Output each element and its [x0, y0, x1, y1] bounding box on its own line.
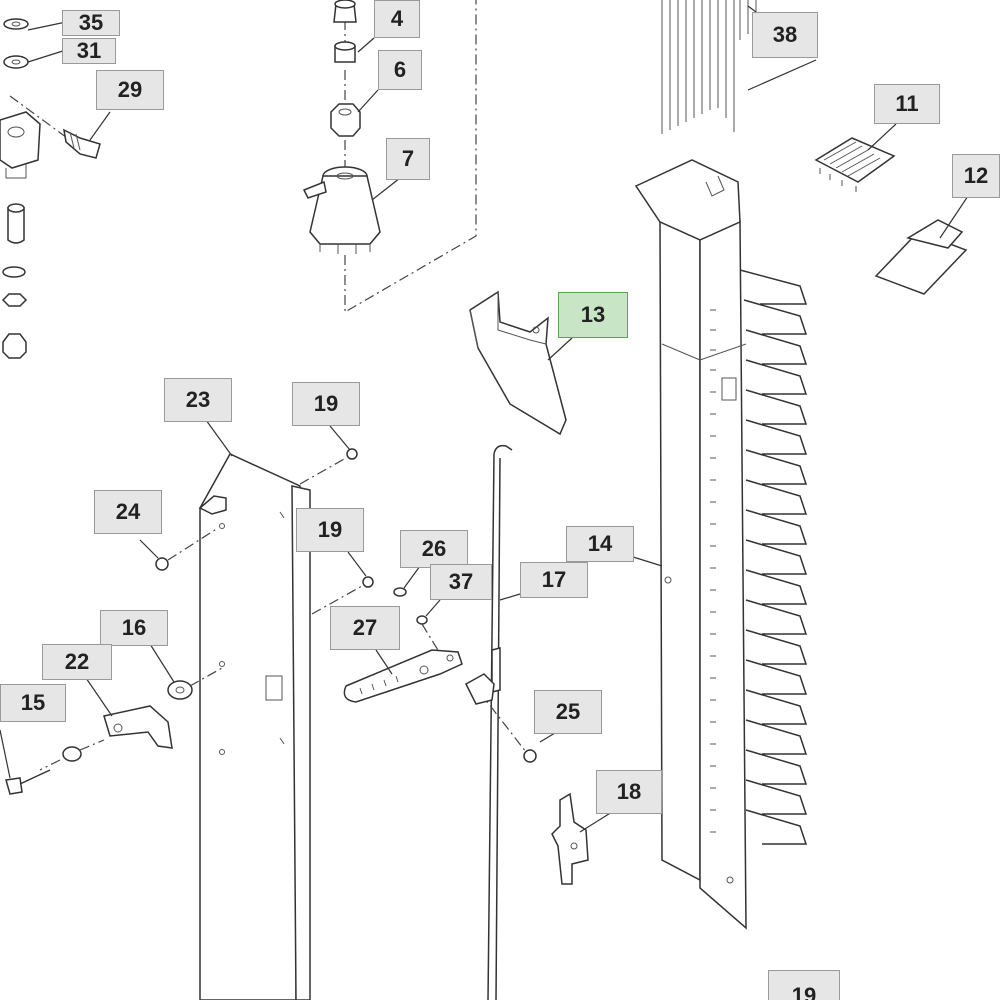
callout-17[interactable]: 17 [520, 562, 588, 598]
callout-13-selected[interactable]: 13 [558, 292, 628, 338]
washer-part-31 [3, 55, 29, 69]
callout-14[interactable]: 14 [566, 526, 634, 562]
callout-16[interactable]: 16 [100, 610, 168, 646]
bracket-part-18 [551, 792, 589, 885]
callout-18[interactable]: 18 [596, 770, 662, 814]
screw-part-25 [523, 749, 537, 763]
bracket-part-13 [469, 290, 567, 436]
callout-24[interactable]: 24 [94, 490, 162, 534]
vertical-frame-part-14 [634, 159, 747, 930]
handle-part-27 [343, 649, 463, 703]
callout-22[interactable]: 22 [42, 644, 112, 680]
callout-4[interactable]: 4 [374, 0, 420, 38]
slot-row [710, 309, 716, 833]
washer-stack-part [1, 266, 28, 359]
bracket-plate-part-22 [103, 705, 173, 749]
nut-part-6 [330, 103, 361, 137]
callout-19-bottom[interactable]: 19 [768, 970, 840, 1000]
callout-31[interactable]: 31 [62, 38, 116, 64]
screw-part-24 [155, 557, 169, 571]
washer-part-26 [393, 587, 407, 597]
callout-37[interactable]: 37 [430, 564, 492, 600]
callout-7[interactable]: 7 [386, 138, 430, 180]
callout-25[interactable]: 25 [534, 690, 602, 734]
bolt-part [5, 769, 51, 795]
washer-part-16 [167, 680, 193, 700]
callout-19-middle[interactable]: 19 [296, 508, 364, 552]
rod-part-17 [487, 444, 513, 1000]
screw-part-19-lower [362, 576, 374, 588]
nut-part-4 [334, 41, 356, 63]
screw-part-19-upper [346, 448, 358, 460]
plate-part-12 [874, 219, 968, 295]
callout-23[interactable]: 23 [164, 378, 232, 422]
rod-bundle-part-38 [661, 0, 757, 134]
callout-11[interactable]: 11 [874, 84, 940, 124]
washer-part-37 [416, 615, 428, 625]
callout-27[interactable]: 27 [330, 606, 400, 650]
spacer-sleeve-part [7, 203, 25, 244]
callout-15[interactable]: 15 [0, 684, 66, 722]
callout-19-upper[interactable]: 19 [292, 382, 360, 426]
comb-teeth-part [739, 269, 808, 845]
callout-35[interactable]: 35 [62, 10, 120, 36]
callout-12[interactable]: 12 [952, 154, 1000, 198]
foot-cap-part-7 [302, 166, 381, 254]
nut-part-top [333, 0, 357, 23]
callout-26[interactable]: 26 [400, 530, 468, 568]
panel-part-23 [198, 453, 311, 1000]
callout-38[interactable]: 38 [752, 12, 818, 58]
clip-part-17 [465, 673, 495, 705]
bracket-block-part [0, 111, 41, 179]
grille-part-11 [814, 137, 896, 192]
nut-part-15 [62, 746, 82, 762]
washer-part-35 [3, 18, 29, 30]
callout-6[interactable]: 6 [378, 50, 422, 90]
screw-part-29 [63, 128, 101, 159]
callout-29[interactable]: 29 [96, 70, 164, 110]
